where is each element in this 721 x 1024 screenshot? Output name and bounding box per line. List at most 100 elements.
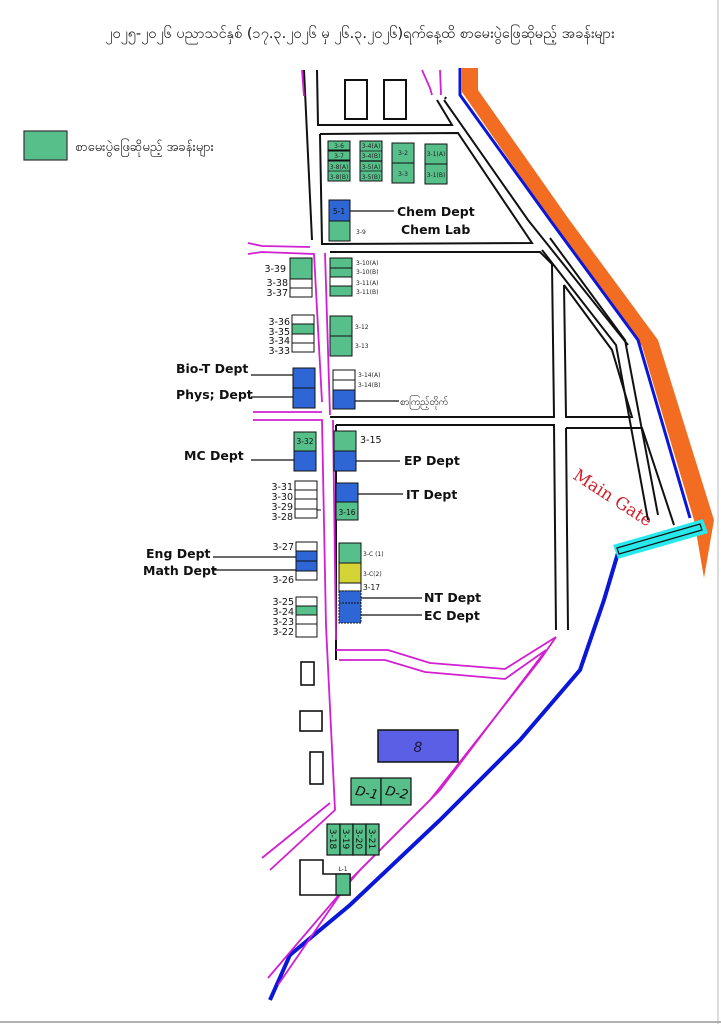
label-left-column-rooms-f-3: 3-22 xyxy=(272,627,294,638)
legend-swatch xyxy=(23,130,68,161)
room-box xyxy=(295,605,318,616)
map-shape xyxy=(247,242,311,248)
math-dept-label: Math Dept xyxy=(143,563,217,578)
room-box xyxy=(329,285,353,297)
outer-road xyxy=(462,68,714,578)
ep-dept-label: EP Dept xyxy=(404,453,460,468)
ep-dept-building xyxy=(333,450,357,472)
room-box xyxy=(332,369,356,381)
room-box xyxy=(329,267,353,278)
mc-dept-label: MC Dept xyxy=(184,448,244,463)
room-box xyxy=(329,335,353,357)
map-shape xyxy=(439,69,442,96)
label-left-column-rooms-a-0: 3-39 xyxy=(264,264,286,275)
ec-dept-building xyxy=(338,602,362,624)
label-left-column-rooms-b-0: 3-36 xyxy=(268,317,290,328)
label-right-column-rooms-a-0: 3-10(A) xyxy=(356,260,378,267)
room-box xyxy=(338,582,362,592)
ec-dept-label: EC Dept xyxy=(424,608,480,623)
label-top-block-rooms-1: 3-7 xyxy=(334,153,344,160)
eng-dept-label: Eng Dept xyxy=(146,546,211,561)
building-empty-1 xyxy=(344,79,368,120)
library-label: စာကြည့်တိုက် xyxy=(400,396,448,409)
label-left-column-rooms-d-1: 3-30 xyxy=(271,492,293,503)
room-box xyxy=(291,314,315,325)
room-box xyxy=(294,489,318,500)
room-box xyxy=(309,751,324,785)
bio-t-dept-building xyxy=(292,367,316,389)
room-box xyxy=(295,623,318,638)
room-3-3 xyxy=(391,162,415,184)
label-top-block-rooms-10: 3-1(A) xyxy=(427,151,446,158)
room-box xyxy=(333,430,357,452)
room-box xyxy=(299,710,323,732)
room-box xyxy=(289,278,313,289)
building-8 xyxy=(377,729,459,763)
label-bottom-area-d-rooms-1: D-2 xyxy=(384,784,410,803)
phys-dept-label: Phys; Dept xyxy=(176,387,253,402)
room-box xyxy=(329,257,353,269)
room-box xyxy=(294,498,318,510)
label-top-block-rooms-8: 3-2 xyxy=(398,150,408,157)
eng-dept-building xyxy=(295,550,318,562)
label-top-block-rooms-7: 3-5(B) xyxy=(362,174,381,181)
map-shape xyxy=(301,69,305,97)
room-box xyxy=(295,570,318,581)
chem-dept-label: Chem Dept xyxy=(397,204,475,219)
map-shape xyxy=(253,419,336,871)
label-top-block-rooms-3: 3-8(B) xyxy=(330,174,349,181)
room-3-6 xyxy=(327,140,351,151)
map-shape xyxy=(330,251,556,418)
room-box xyxy=(338,542,362,564)
label-top-block-rooms-5: 3-4(B) xyxy=(362,153,381,160)
map-shape xyxy=(443,99,629,346)
label-right-column-rooms-f-0: 3-C (1) xyxy=(363,551,384,558)
label-left-column-rooms-f-0: 3-25 xyxy=(272,597,294,608)
label-left-column-rooms-f-1: 3-24 xyxy=(272,607,294,618)
label-left-column-rooms-d-2: 3-29 xyxy=(271,502,293,513)
room-3-9 xyxy=(328,220,351,242)
map-shape xyxy=(316,69,454,126)
map-shape xyxy=(324,252,331,416)
map-shape xyxy=(616,523,703,555)
label-left-column-rooms-c-0: 3-32 xyxy=(296,437,313,446)
label-left-column-rooms-b-1: 3-35 xyxy=(268,327,290,338)
label-bottom-area-rooms-3: 3-21 xyxy=(366,829,376,849)
top-block-rooms: 3-6 3-7 3-8(A) 3-8(B) 3-4(A) 3-4(B) 3-5(… xyxy=(327,140,448,242)
label-right-column-rooms-e-0: 3-16 xyxy=(338,508,355,517)
label-top-block-chem-rooms-0: 5-1 xyxy=(333,207,345,216)
label-left-column-rooms-b-2: 3-34 xyxy=(268,336,290,347)
map-shape xyxy=(563,284,634,418)
map-shape xyxy=(336,424,557,631)
room-d-2 xyxy=(380,777,412,806)
boundary-line-south xyxy=(268,552,620,1001)
inner-roads xyxy=(247,69,557,986)
label-right-column-rooms-a-3: 3-11(B) xyxy=(356,289,378,296)
room-box xyxy=(365,823,380,856)
boundary-line-north xyxy=(458,68,692,519)
mc-dept-building xyxy=(293,450,317,472)
label-bottom-area-rooms-2: 3-20 xyxy=(353,829,363,850)
it-dept-label: IT Dept xyxy=(406,487,457,502)
label-top-block-rooms-4: 3-4(A) xyxy=(362,143,381,150)
map-title: ၂၀၂၅-၂၀၂၆ ပညာသင်နှစ် (၁၇.၃.၂၀၂၆ မှ ၂၆.၃.… xyxy=(105,23,615,45)
map-shape xyxy=(421,69,433,96)
label-top-block-rooms-0: 3-6 xyxy=(334,143,344,150)
label-bottom-area-d-rooms-0: D-1 xyxy=(354,784,380,803)
room-box xyxy=(294,480,318,491)
room-l-1 xyxy=(335,873,351,896)
legend: စာမေးပွဲဖြေဆိုမည့် အခန်းများ xyxy=(23,130,214,161)
road-outlines xyxy=(303,69,675,660)
label-right-column-rooms-a-1: 3-10(B) xyxy=(356,269,378,276)
label-bottom-area-rooms-1: 3-19 xyxy=(340,829,350,850)
room-box xyxy=(295,596,318,607)
label-right-column-rooms-c-0: 3-14(A) xyxy=(358,372,380,379)
label-top-block-chem-rooms-1: 3-9 xyxy=(356,229,366,236)
label-right-column-rooms-f-2: 3-17 xyxy=(363,583,380,592)
label-left-column-rooms-d-0: 3-31 xyxy=(271,482,293,493)
map-shape xyxy=(444,96,447,100)
room-box xyxy=(295,614,318,625)
map-shape xyxy=(319,131,534,246)
label-right-column-rooms-c-1: 3-14(B) xyxy=(358,382,380,389)
